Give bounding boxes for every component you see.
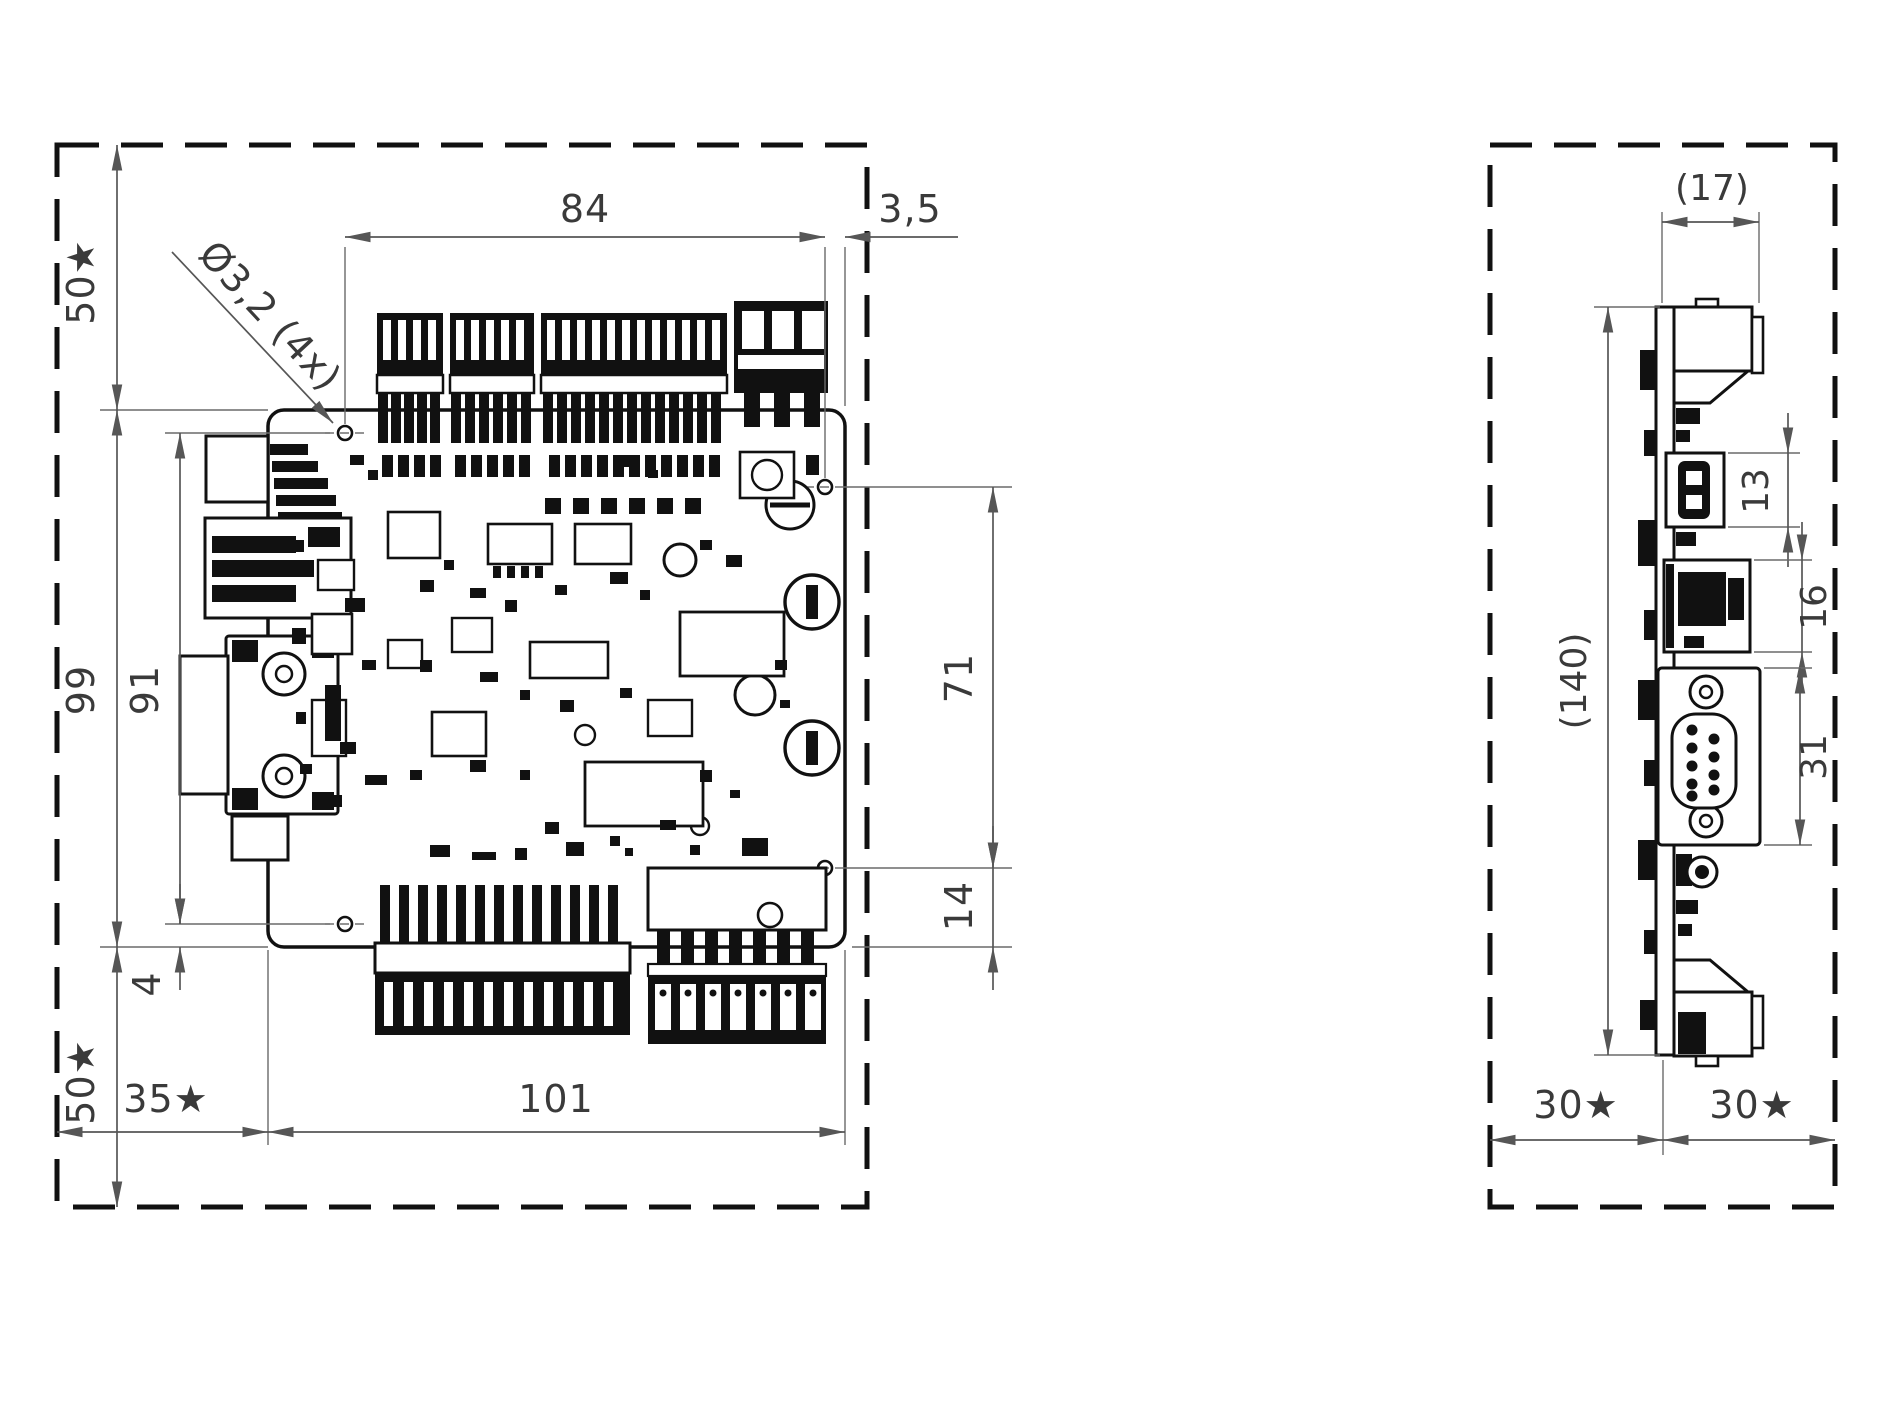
- dimension-display-height: 13: [1728, 413, 1800, 567]
- side-seven-segment-display: [1664, 451, 1726, 546]
- side-terminal-bottom: [1672, 958, 1765, 1068]
- dim-hole-span-horizontal: 84: [560, 187, 610, 231]
- hole-callout: Ø3,2 (4x): [171, 232, 350, 424]
- dim-clearance-left-side: 30★: [1533, 1083, 1618, 1127]
- terminal-block-top-2: [448, 313, 536, 477]
- dimension-clearance-left-side: 30★: [1490, 1060, 1664, 1155]
- mounting-hole-top-left: [325, 424, 365, 442]
- dimension-101: 101: [268, 950, 846, 1145]
- dimension-clearance-left: 35★: [57, 950, 269, 1145]
- side-view: (17) 13 16 31: [1487, 142, 1838, 1210]
- dim-hole-diameter-note: Ø3,2 (4x): [190, 232, 350, 399]
- dimension-height-overall: (140): [1554, 306, 1660, 1056]
- side-ethernet-connector: [1662, 558, 1752, 654]
- dim-hole-edge-offset: 3,5: [878, 187, 941, 231]
- power-terminal-block: [734, 301, 828, 475]
- dim-hole-span-vertical-left: 91: [123, 665, 167, 715]
- dim-board-width: 101: [518, 1077, 594, 1121]
- smd-components: [292, 455, 790, 860]
- dimension-14: 14: [852, 826, 1012, 990]
- dim-clearance-left: 35★: [123, 1077, 208, 1121]
- dimension-71: 71: [843, 486, 1012, 869]
- dim-hole-span-vertical-right: 71: [937, 653, 981, 703]
- dimension-clearance-bottom: 50★: [59, 947, 123, 1207]
- dimension-depth: (17): [1661, 168, 1760, 303]
- terminal-block-top-1: [375, 313, 445, 477]
- dimension-ethernet-height: 16: [1754, 522, 1835, 690]
- side-dsub9-connector: [1656, 666, 1762, 847]
- dim-display-height: 13: [1736, 468, 1777, 514]
- top-view: 84 3,5 50★ 99 91: [54, 142, 1012, 1210]
- dimension-4: 4: [125, 884, 186, 997]
- terminal-block-top-3: [539, 313, 729, 477]
- dim-board-height: 99: [59, 665, 103, 715]
- mounting-hole-top-right: [805, 478, 845, 496]
- dimensions-side-view: (17) 13 16 31: [1490, 168, 1835, 1155]
- side-terminal-top: [1672, 297, 1765, 442]
- dim-dsub-height: 31: [1794, 734, 1835, 780]
- dimension-clearance-top: 50★: [59, 145, 268, 411]
- dim-clearance-bottom: 50★: [59, 1039, 103, 1124]
- dim-depth-overall: (17): [1675, 168, 1749, 209]
- bottom-pin-header: [373, 885, 632, 1035]
- solder-side-components: [1638, 350, 1656, 1030]
- dim-ethernet-height: 16: [1794, 584, 1835, 630]
- dimension-clearance-right-side: 30★: [1663, 1083, 1835, 1146]
- dimension-dsub-height: 31: [1764, 667, 1835, 846]
- dimension-84: 84: [344, 187, 826, 478]
- aux-connector: [230, 814, 290, 862]
- dim-hole-bottom-right-offset: 14: [937, 881, 981, 931]
- dimension-91: 91: [123, 432, 330, 925]
- side-round-connector: [1676, 854, 1719, 936]
- dim-clearance-top: 50★: [59, 239, 103, 324]
- dim-clearance-right-side: 30★: [1709, 1083, 1794, 1127]
- dimension-3-5: 3,5: [844, 187, 958, 406]
- dim-hole-bottom-left-offset: 4: [125, 971, 169, 996]
- bottom-terminal-block: [646, 866, 828, 1044]
- mounting-hole-bottom-left: [325, 915, 365, 933]
- clearance-boundary-top-view: [54, 142, 870, 1210]
- dim-height-overall: (140): [1554, 633, 1595, 730]
- mounting-holes: [325, 424, 845, 933]
